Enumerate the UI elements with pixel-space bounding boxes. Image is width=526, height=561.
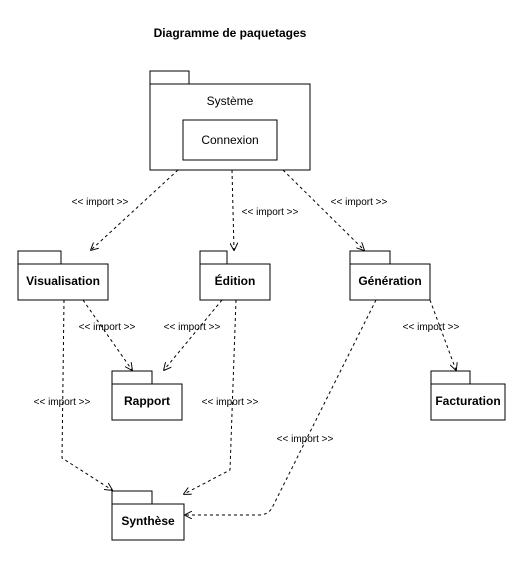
dependency-edition-synthese: << import >> bbox=[184, 299, 259, 494]
package-generation-label: Génération bbox=[358, 274, 421, 288]
package-synthese-label: Synthèse bbox=[121, 514, 175, 528]
dependency-systeme-generation: << import >> bbox=[282, 169, 388, 250]
package-systeme-label: Système bbox=[207, 94, 254, 108]
import-label: << import >> bbox=[72, 197, 129, 208]
import-label: << import >> bbox=[277, 434, 334, 445]
import-label: << import >> bbox=[403, 322, 460, 333]
package-generation[interactable]: Génération bbox=[349, 250, 431, 301]
package-synthese[interactable]: Synthèse bbox=[111, 490, 185, 541]
package-visualisation-label: Visualisation bbox=[26, 274, 100, 288]
package-edition-label: Édition bbox=[215, 273, 256, 288]
import-label: << import >> bbox=[242, 207, 299, 218]
import-label: << import >> bbox=[202, 397, 259, 408]
package-connexion-label: Connexion bbox=[201, 133, 258, 147]
import-label: << import >> bbox=[331, 197, 388, 208]
dependency-systeme-edition: << import >> bbox=[232, 169, 299, 250]
package-facturation[interactable]: Facturation bbox=[430, 370, 506, 421]
package-connexion[interactable]: Connexion bbox=[182, 119, 278, 161]
import-label: << import >> bbox=[34, 397, 91, 408]
dependency-visualisation-rapport: << import >> bbox=[79, 299, 136, 370]
dependency-edition-rapport: << import >> bbox=[164, 299, 223, 370]
dependency-visualisation-synthese: << import >> bbox=[34, 299, 112, 490]
package-edition[interactable]: Édition bbox=[199, 250, 271, 301]
diagram-title: Diagramme de paquetages bbox=[154, 26, 307, 40]
import-label: << import >> bbox=[164, 322, 221, 333]
package-systeme[interactable]: Système Connexion bbox=[149, 70, 311, 171]
import-label: << import >> bbox=[79, 322, 136, 333]
dependency-generation-synthese: << import >> bbox=[185, 299, 377, 515]
package-rapport[interactable]: Rapport bbox=[111, 370, 183, 421]
package-visualisation[interactable]: Visualisation bbox=[17, 250, 109, 301]
dependency-generation-facturation: << import >> bbox=[403, 299, 460, 370]
package-facturation-label: Facturation bbox=[435, 394, 500, 408]
dependency-systeme-visualisation: << import >> bbox=[72, 169, 179, 250]
package-rapport-label: Rapport bbox=[124, 394, 170, 408]
